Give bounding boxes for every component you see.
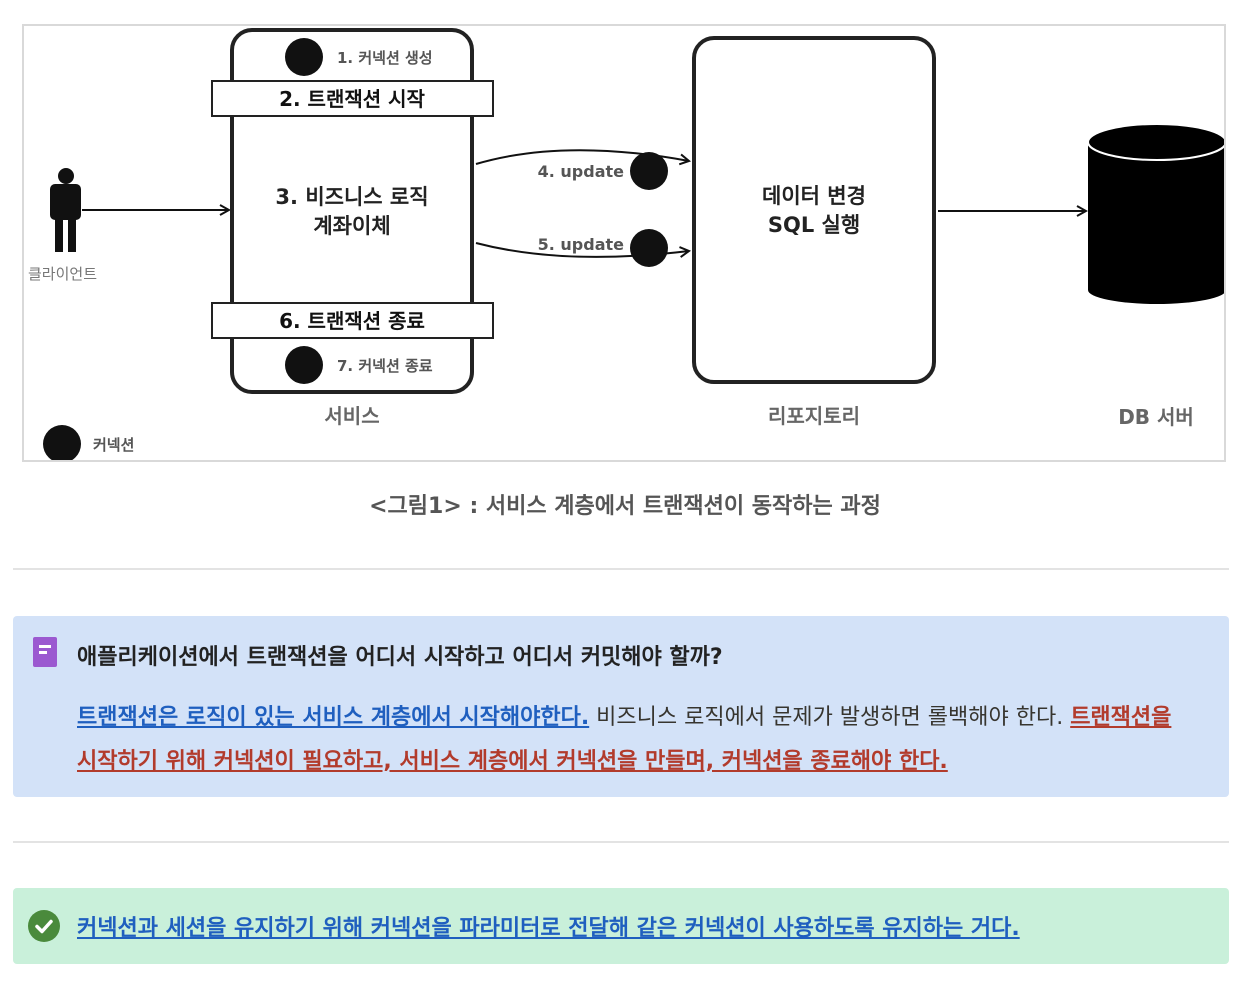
update4-connection-dot — [630, 152, 668, 190]
callout-title: 애플리케이션에서 트랜잭션을 어디서 시작하고 어디서 커밋해야 할까? — [77, 645, 723, 670]
step-start-label: 2. 트랜잭션 시작 — [279, 87, 425, 111]
step-logic-label-2: 계좌이체 — [313, 214, 390, 238]
divider — [13, 841, 1229, 843]
repository-action-1: 데이터 변경 — [762, 184, 866, 208]
legend-connection-dot — [43, 425, 81, 460]
callout-link-service-layer[interactable]: 트랜잭션은 로직이 있는 서비스 계층에서 시작해야한다. — [77, 705, 590, 730]
db-label: DB 서버 — [1118, 405, 1194, 429]
figure-caption: <그림1> : 서비스 계층에서 트랜잭션이 동작하는 과정 — [369, 494, 881, 519]
info-callout: 애플리케이션에서 트랜잭션을 어디서 시작하고 어디서 커밋해야 할까? 트랜잭… — [13, 616, 1229, 797]
service-label: 서비스 — [324, 404, 379, 428]
diagram-figure: 클라이언트 1. 커넥션 생성 2. 트랜잭션 시작 3. 비즈니스 로직 계좌… — [22, 24, 1226, 462]
database-icon — [1087, 123, 1224, 304]
client-person-icon — [50, 168, 81, 252]
callout-link-connection[interactable]: 트랜잭션을 시작하기 위해 커넥션이 필요하고, 서비스 계층에서 커넥션을 만… — [77, 705, 1172, 774]
service-box — [230, 28, 474, 394]
repository-box — [692, 36, 936, 384]
step-logic-label-1: 3. 비즈니스 로직 — [275, 185, 428, 209]
transaction-start-bar — [211, 80, 494, 117]
check-circle-icon — [28, 910, 60, 942]
connection-create-dot — [285, 38, 323, 76]
transaction-diagram: 클라이언트 1. 커넥션 생성 2. 트랜잭션 시작 3. 비즈니스 로직 계좌… — [28, 28, 1224, 460]
update5-label: 5. update — [538, 235, 625, 254]
connection-close-dot — [285, 346, 323, 384]
callout-body-text: 비즈니스 로직에서 문제가 발생하면 롤백해야 한다. — [589, 705, 1071, 730]
step-end-label: 6. 트랜잭션 종료 — [279, 309, 425, 333]
legend-label: 커넥션 — [93, 436, 134, 454]
repository-action-2: SQL 실행 — [768, 213, 860, 237]
success-callout-link[interactable]: 커넥션과 세션을 유지하기 위해 커넥션을 파라미터로 전달해 같은 커넥션이 … — [77, 916, 1020, 941]
transaction-end-bar — [211, 302, 494, 339]
success-callout: 커넥션과 세션을 유지하기 위해 커넥션을 파라미터로 전달해 같은 커넥션이 … — [13, 888, 1229, 964]
repository-label: 리포지토리 — [768, 404, 860, 428]
step-close-label: 7. 커넥션 종료 — [337, 357, 433, 375]
update4-label: 4. update — [538, 162, 625, 181]
callout-body: 트랜잭션은 로직이 있는 서비스 계층에서 시작해야한다. 비즈니스 로직에서 … — [77, 696, 1197, 784]
update5-connection-dot — [630, 229, 668, 267]
note-icon — [33, 637, 57, 667]
step-create-label: 1. 커넥션 생성 — [337, 49, 433, 67]
divider — [13, 568, 1229, 570]
client-label: 클라이언트 — [28, 265, 97, 283]
